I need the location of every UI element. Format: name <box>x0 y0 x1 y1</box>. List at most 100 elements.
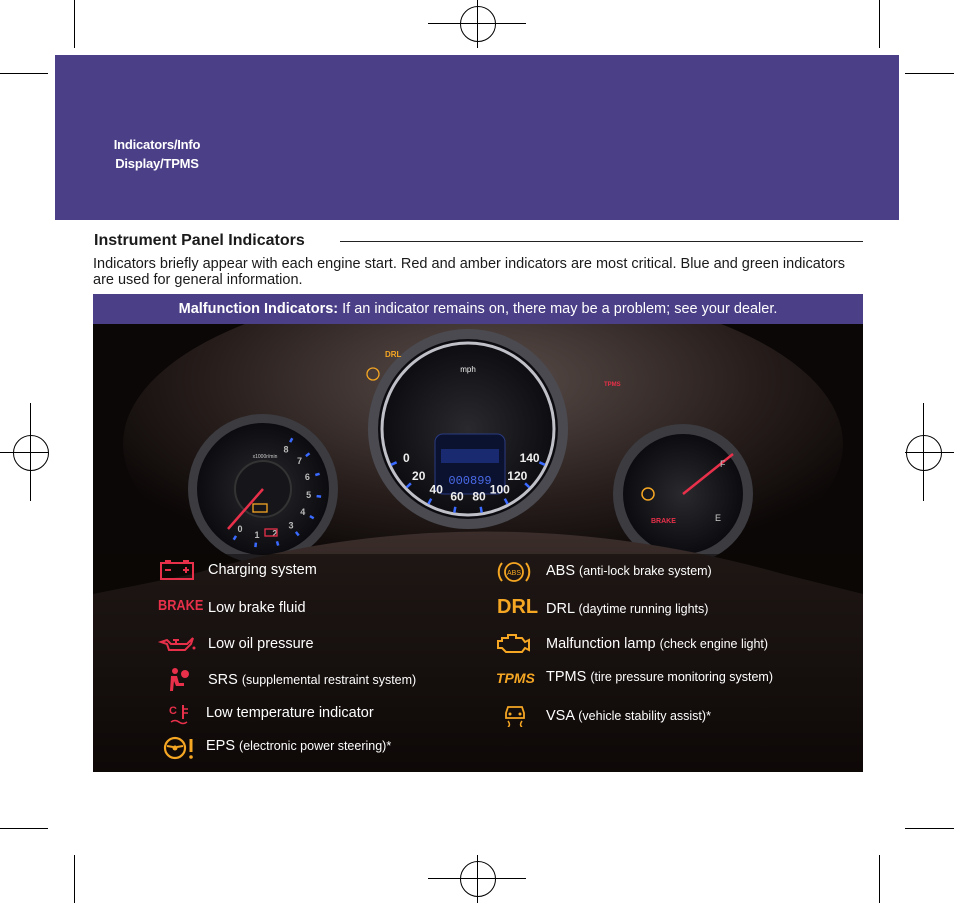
brake-telltale-label: BRAKE <box>651 518 676 525</box>
indicator-detail: (anti-lock brake system) <box>579 564 712 578</box>
eps-telltale <box>366 367 380 381</box>
gauge-numeral: 140 <box>520 451 540 465</box>
fuel-full-label: F <box>720 459 726 469</box>
indicator-name: Low temperature indicator <box>206 705 374 721</box>
indicator-detail: (vehicle stability assist)* <box>578 709 711 723</box>
battery-icon <box>159 559 195 581</box>
indicator-eps-label: EPS (electronic power steering)* <box>206 738 391 754</box>
gauge-tick <box>309 515 315 520</box>
gauge-numeral: 6 <box>305 472 310 482</box>
tach-unit-label: x1000r/min <box>253 454 278 460</box>
intro-paragraph: Indicators briefly appear with each engi… <box>93 256 845 288</box>
header-band <box>55 55 899 220</box>
gauge-tick <box>453 506 457 513</box>
gauge-tick <box>314 472 320 477</box>
tpms-icon: TPMS <box>496 670 535 686</box>
gauge-tick <box>524 482 531 489</box>
indicator-name: TPMS <box>546 669 591 685</box>
gauge-tick <box>503 498 509 505</box>
gauge-tick <box>390 461 398 466</box>
indicator-oil-label: Low oil pressure <box>208 636 314 652</box>
gauge-numeral: 8 <box>283 444 288 454</box>
gauge-numeral: 4 <box>300 507 305 517</box>
gauge-numeral: 0 <box>403 451 410 465</box>
gauge-numeral: 120 <box>507 469 527 483</box>
indicator-lowtemp-label: Low temperature indicator <box>206 705 374 721</box>
tpms-telltale-label: TPMS <box>604 382 621 388</box>
gauge-tick <box>405 482 412 489</box>
indicator-name: ABS <box>546 563 580 579</box>
indicator-name: VSA <box>546 708 579 724</box>
gauge-numeral: 60 <box>450 489 464 503</box>
gauge-numeral: 1 <box>254 530 259 540</box>
tach-needle <box>227 488 264 530</box>
fuel-empty-label: E <box>715 513 721 523</box>
section-tab-label: Indicators/Info Display/TPMS <box>107 135 207 173</box>
indicator-drl-label: DRL (daytime running lights) <box>546 601 708 617</box>
gauge-tick <box>275 540 280 546</box>
gauge-tick <box>254 542 258 548</box>
indicator-name: SRS <box>208 672 242 688</box>
brake-icon: BRAKE <box>158 597 204 614</box>
srs-airbag-icon <box>167 667 191 693</box>
indicator-name: EPS <box>206 738 240 754</box>
abs-telltale <box>641 487 655 501</box>
banner-text: If an indicator remains on, there may be… <box>338 301 778 317</box>
indicator-name: Low brake fluid <box>208 600 306 616</box>
engine-telltale <box>252 503 268 513</box>
odometer-readout: 000899 <box>448 474 491 488</box>
header-label-line1: Indicators/Info <box>113 137 201 152</box>
indicator-detail: (electronic power steering)* <box>239 739 392 753</box>
indicator-tpms-label: TPMS (tire pressure monitoring system) <box>546 669 773 685</box>
header-label-line2: Display/TPMS <box>115 156 199 171</box>
oil-can-icon <box>157 632 197 654</box>
steering-wheel-icon <box>163 735 197 761</box>
gauge-numeral: 100 <box>490 482 510 496</box>
indicator-detail: (supplemental restraint system) <box>241 673 417 687</box>
gauge-tick <box>289 437 294 443</box>
gauge-tick <box>427 498 433 505</box>
svg-text:C: C <box>169 705 177 717</box>
vsa-icon <box>504 703 526 727</box>
gauge-numeral: 5 <box>306 490 311 500</box>
gauge-tick <box>538 461 546 466</box>
abs-icon-text: ABS <box>507 570 521 577</box>
gauge-numeral: 2 <box>272 529 277 539</box>
fuel-needle <box>682 453 734 495</box>
gauge-numeral: 7 <box>297 456 302 466</box>
speedometer-gauge <box>368 329 568 529</box>
indicator-brake-label: Low brake fluid <box>208 600 306 616</box>
gauge-numeral: 20 <box>412 469 426 483</box>
indicator-detail: (check engine light) <box>659 637 769 651</box>
speedo-unit-label: mph <box>460 365 476 374</box>
gauge-tick <box>294 531 300 537</box>
abs-icon: ABS <box>497 558 531 586</box>
indicator-charging-label: Charging system <box>208 562 317 578</box>
indicator-srs-label: SRS (supplemental restraint system) <box>208 672 416 688</box>
engine-icon <box>494 632 534 656</box>
title-rule <box>340 241 863 242</box>
malfunction-banner: Malfunction Indicators: If an indicator … <box>93 294 863 324</box>
banner-label: Malfunction Indicators: <box>178 301 339 317</box>
gauge-tick <box>305 452 311 458</box>
gauge-tick <box>232 535 238 541</box>
indicator-abs-label: ABS (anti-lock brake system) <box>546 563 712 579</box>
indicator-detail: (daytime running lights) <box>578 602 709 616</box>
gauge-tick <box>316 494 322 498</box>
gauge-numeral: 40 <box>430 482 444 496</box>
drl-telltale-label: DRL <box>385 350 402 359</box>
indicator-mil-label: Malfunction lamp (check engine light) <box>546 636 768 652</box>
indicator-name: Low oil pressure <box>208 636 314 652</box>
drl-icon: DRL <box>497 596 539 618</box>
indicator-name: Malfunction lamp <box>546 636 660 652</box>
gauge-numeral: 80 <box>472 489 486 503</box>
gauge-tick <box>479 506 483 513</box>
indicator-detail: (tire pressure monitoring system) <box>590 670 774 684</box>
gauge-numeral: 3 <box>288 521 293 531</box>
gauge-numeral: 0 <box>237 524 242 534</box>
indicator-name: DRL <box>546 601 579 617</box>
